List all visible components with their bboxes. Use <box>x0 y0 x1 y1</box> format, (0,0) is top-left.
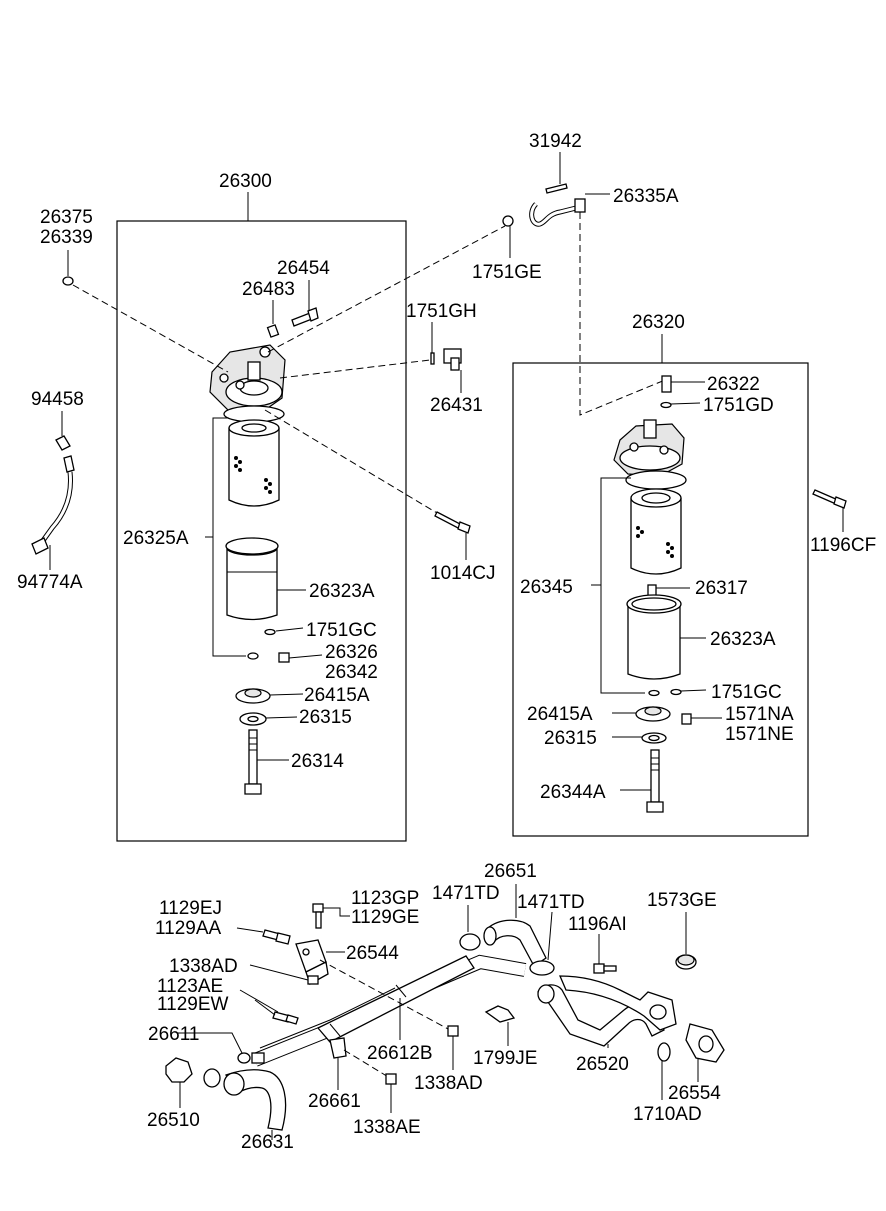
label-31942: 31942 <box>529 131 582 152</box>
bolt-26454 <box>291 307 319 327</box>
gasket-26554 <box>685 1023 725 1063</box>
label-26335A: 26335A <box>613 186 679 207</box>
label-1751GH: 1751GH <box>406 301 477 322</box>
left-seal-26415A <box>235 688 271 704</box>
right-filter-assembly <box>512 334 809 837</box>
label-1129AA: 1129AA <box>155 918 222 939</box>
label-1129EJ: 1129EJ <box>159 898 222 919</box>
label-26323A-right: 26323A <box>710 629 776 650</box>
label-26326: 26326 <box>325 642 378 663</box>
label-1338AD-b: 1338AD <box>414 1073 483 1094</box>
right-assembly-box <box>512 362 809 837</box>
label-1571NA: 1571NA <box>725 704 794 725</box>
right-filter-element <box>630 488 682 575</box>
left-filter-assembly <box>62 192 506 842</box>
label-26415A-right: 26415A <box>527 704 593 725</box>
label-1751GC-left: 1751GC <box>306 620 377 641</box>
label-26315-right: 26315 <box>544 728 597 749</box>
label-1338AD-a: 1338AD <box>169 956 238 977</box>
label-26314: 26314 <box>291 751 344 772</box>
label-26631: 26631 <box>241 1132 294 1153</box>
label-1014CJ: 1014CJ <box>430 563 496 584</box>
label-26661: 26661 <box>308 1091 361 1112</box>
left-center-bolt-26314 <box>244 729 262 795</box>
label-26320: 26320 <box>632 312 685 333</box>
bolt-1014CJ <box>434 511 471 534</box>
bolt-1196AI <box>593 963 617 974</box>
left-filter-element <box>228 419 280 507</box>
label-26325A: 26325A <box>123 528 189 549</box>
label-1751GC-right: 1751GC <box>711 682 782 703</box>
label-1573GE: 1573GE <box>647 890 717 911</box>
bolt-1123AE <box>272 1011 299 1025</box>
label-1196CF: 1196CF <box>810 535 876 556</box>
left-assembly-box <box>116 220 407 842</box>
bolt-1123GP <box>312 903 324 929</box>
label-1196AI: 1196AI <box>568 914 627 935</box>
label-26544: 26544 <box>346 943 399 964</box>
hose-26651 <box>483 919 547 967</box>
label-1471TD-b: 1471TD <box>517 892 585 913</box>
right-filter-head <box>613 419 685 477</box>
label-26651: 26651 <box>484 861 537 882</box>
label-1710AD: 1710AD <box>633 1104 702 1125</box>
label-26612B: 26612B <box>367 1043 433 1064</box>
label-26431: 26431 <box>430 395 483 416</box>
label-26339: 26339 <box>40 227 93 248</box>
label-1751GE: 1751GE <box>472 262 542 283</box>
label-26322: 26322 <box>707 374 760 395</box>
label-1338AE: 1338AE <box>353 1117 421 1138</box>
label-26300: 26300 <box>219 171 272 192</box>
label-1129EW: 1129EW <box>157 994 229 1015</box>
callout-labels: 26300 26375 26339 26454 26483 1751GH 264… <box>17 131 876 1153</box>
fitting-26431 <box>443 348 462 371</box>
label-1123GP: 1123GP <box>351 888 419 909</box>
label-1471TD-a: 1471TD <box>432 883 500 904</box>
bottom-piping-assembly <box>165 884 725 1140</box>
label-26375: 26375 <box>40 207 93 228</box>
clamp-1471TD-b <box>529 960 555 976</box>
fuel-pipe-26335A <box>502 152 666 416</box>
label-94458: 94458 <box>31 389 84 410</box>
right-center-bolt-26344A <box>646 749 664 813</box>
label-26454: 26454 <box>277 258 330 279</box>
plug-26483 <box>266 324 280 338</box>
label-1751GD: 1751GD <box>703 395 774 416</box>
right-filter-bowl <box>626 594 682 680</box>
label-26315-left: 26315 <box>299 707 352 728</box>
label-26483: 26483 <box>242 279 295 300</box>
left-filter-bowl <box>225 537 279 621</box>
bolt-1129EJ <box>262 929 291 945</box>
clamp-1471TD-a <box>459 933 481 951</box>
label-26344A: 26344A <box>540 782 606 803</box>
label-1571NE: 1571NE <box>725 724 794 745</box>
gasket-26375 <box>62 276 74 286</box>
label-94774A: 94774A <box>17 572 83 593</box>
label-26611: 26611 <box>148 1024 199 1045</box>
label-26520: 26520 <box>576 1054 629 1075</box>
label-26317: 26317 <box>695 578 748 599</box>
right-head-o-ring <box>625 470 687 490</box>
label-26323A-left: 26323A <box>309 581 375 602</box>
o-ring-1710AD <box>657 1042 671 1062</box>
label-1129GE: 1129GE <box>351 907 419 928</box>
label-26510: 26510 <box>147 1110 200 1131</box>
label-26415A-left: 26415A <box>304 685 370 706</box>
left-filter-head <box>209 344 286 413</box>
label-26345: 26345 <box>520 577 573 598</box>
label-26342: 26342 <box>325 662 378 683</box>
sensor-harness-94774A <box>31 411 75 570</box>
label-26554: 26554 <box>668 1083 721 1104</box>
label-1799JE: 1799JE <box>473 1048 537 1069</box>
bolt-1196CF <box>812 489 847 532</box>
grommet-1573GE <box>675 954 697 970</box>
label-1123AE: 1123AE <box>157 976 223 997</box>
